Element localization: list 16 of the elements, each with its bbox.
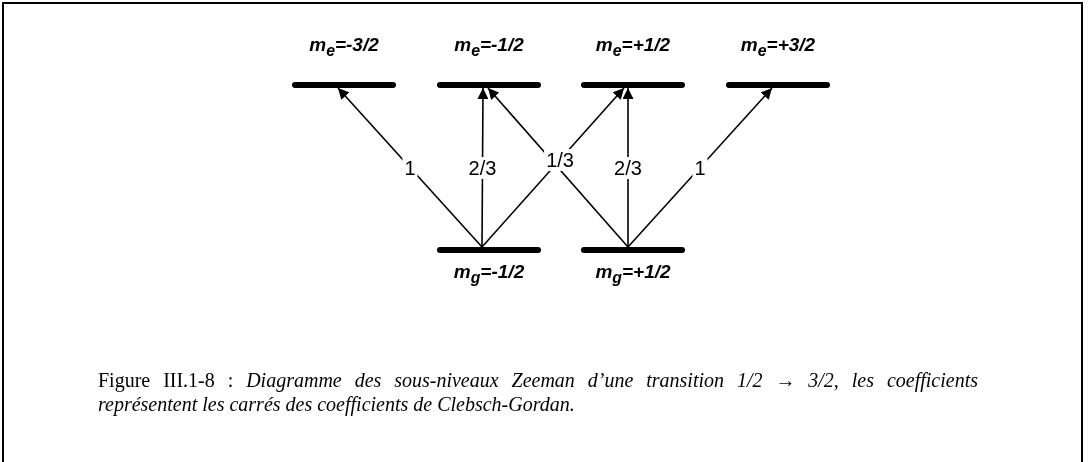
edge-label: 1 xyxy=(402,156,418,179)
transition-arrow xyxy=(337,87,483,248)
level-label: m$_{g}$=-1/2 xyxy=(453,261,525,288)
level-label: m$_{e}$=-1/2 xyxy=(454,34,524,61)
level-label: m$_{e}$=-3/2 xyxy=(309,34,379,61)
edge-label: 2/3 xyxy=(612,156,644,179)
edge-label: 1 xyxy=(692,156,708,179)
level-label: m$_{g}$=+1/2 xyxy=(595,261,671,288)
level-label: m$_{e}$=+1/2 xyxy=(595,34,671,61)
energy-level xyxy=(437,247,541,289)
edge-label: 2/3 xyxy=(466,156,499,179)
level-label: m$_{e}$=+3/2 xyxy=(740,34,816,61)
transition-arrow xyxy=(627,87,773,248)
energy-level xyxy=(581,247,685,289)
figure-caption: Figure III.1-8 : Diagramme des sous-niveaux Zeeman d’une transition 1/2 → 3/2, les coefficients représentent les carrés des coefficients de Clebsch-Gordan. xyxy=(98,368,978,416)
edge-label: 1/3 xyxy=(544,148,576,171)
